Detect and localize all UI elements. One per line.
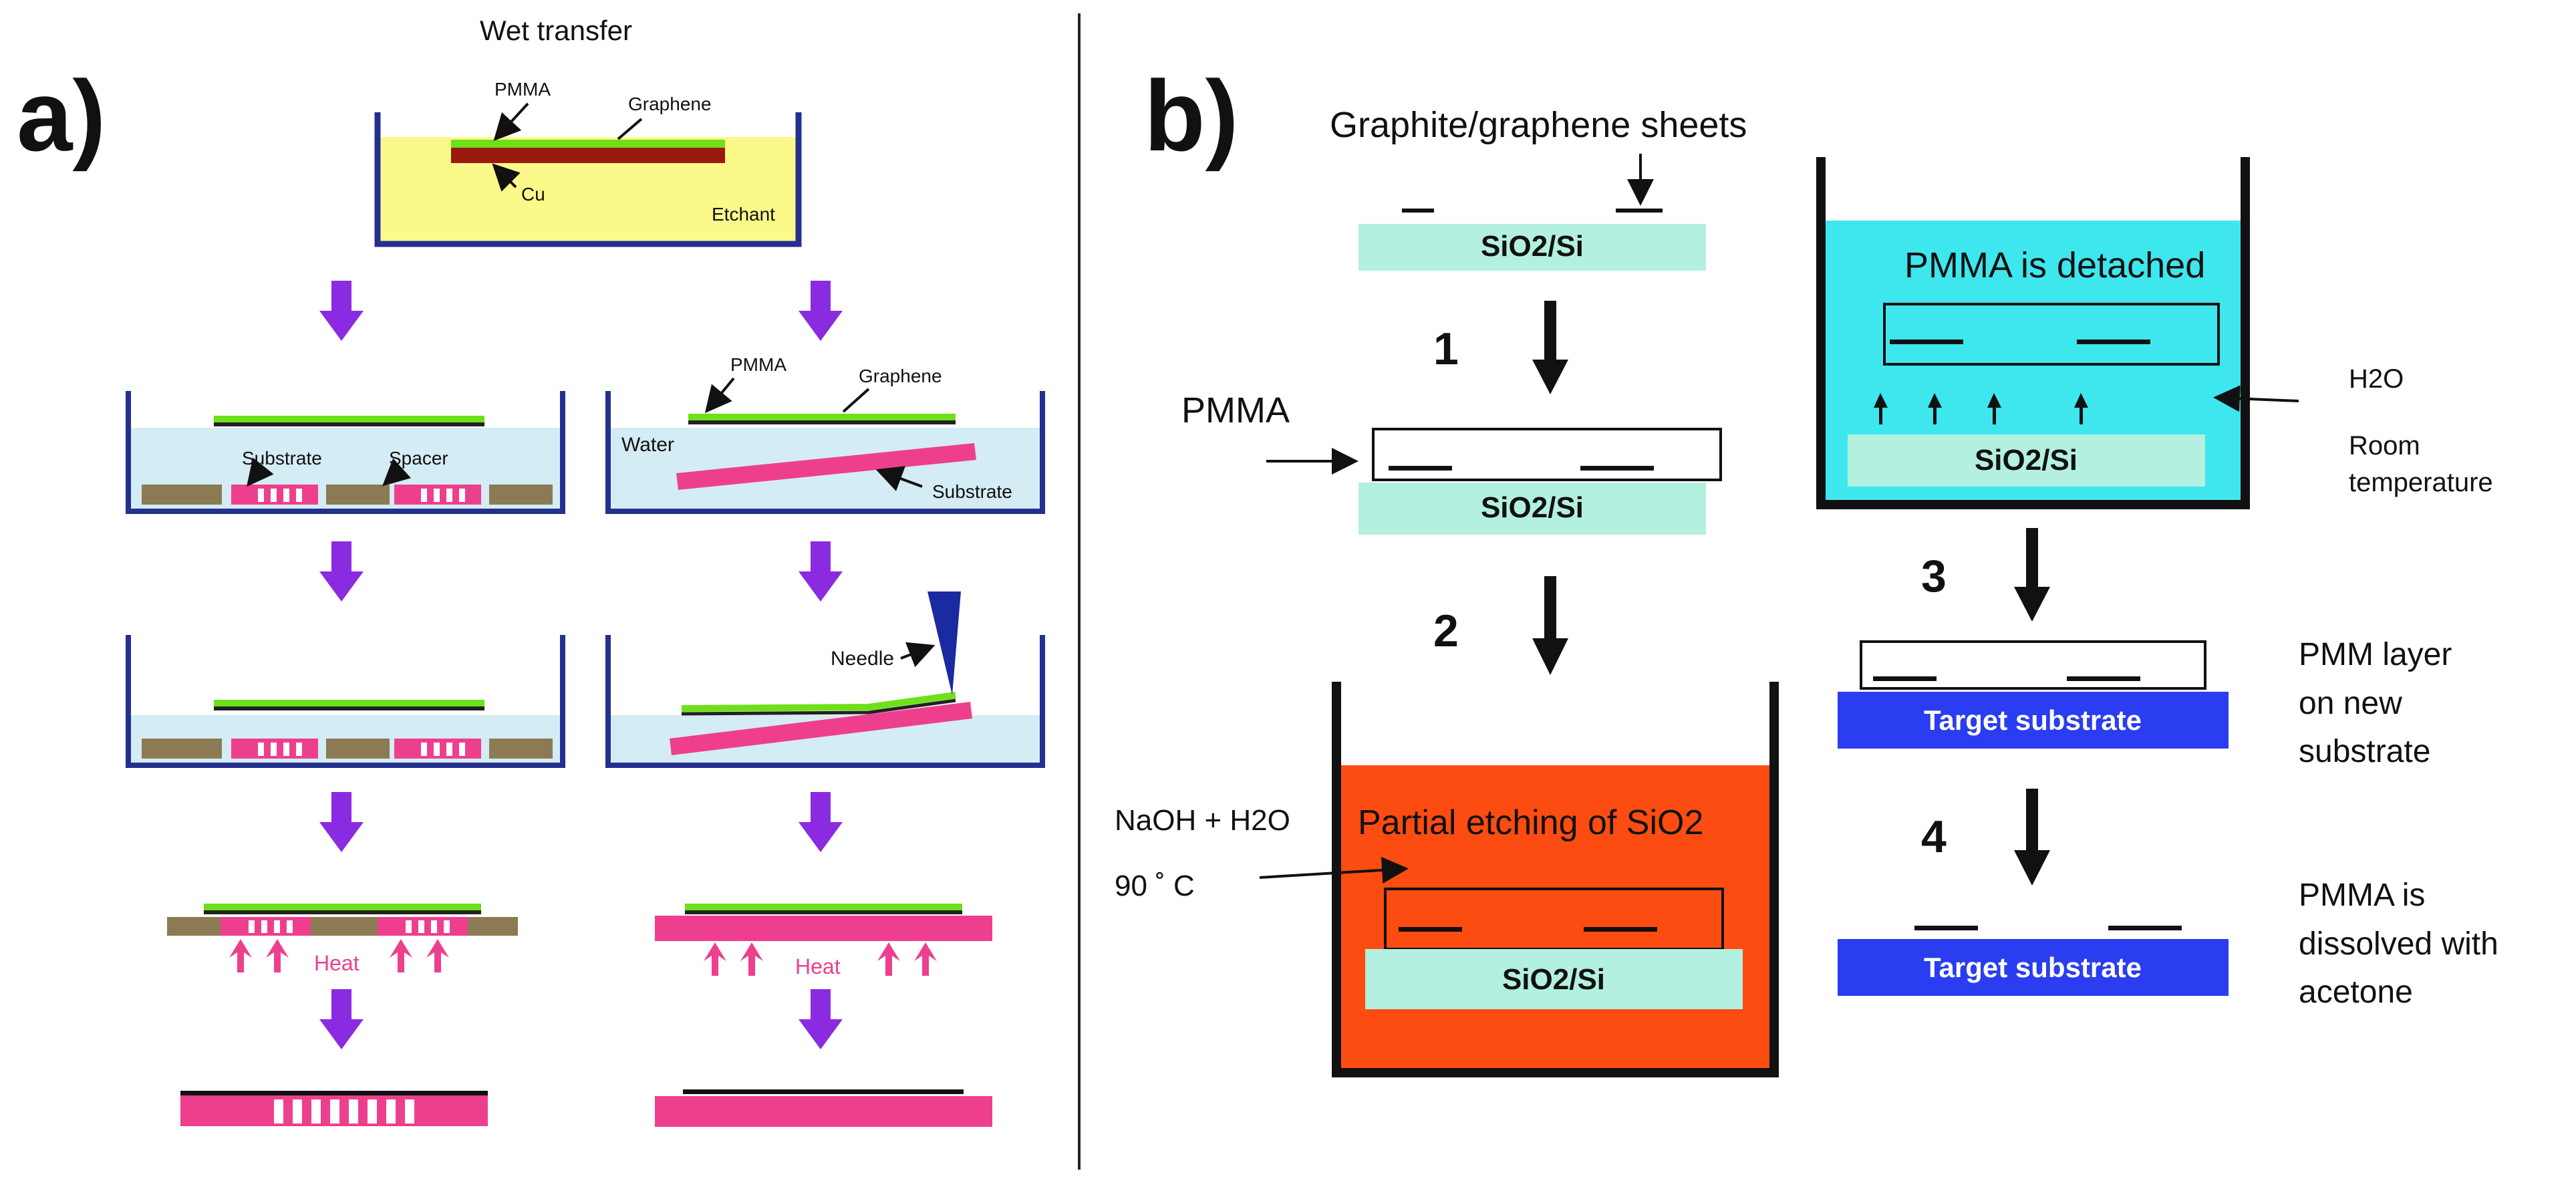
final-target: Target substrate PMMA is dissolved with … <box>1838 878 2498 1010</box>
pmm-layer-line-3: substrate <box>2299 734 2430 769</box>
right-final-substrate <box>655 1089 992 1127</box>
black-arrow <box>1532 301 1568 394</box>
tilted-substrate <box>676 443 976 490</box>
svg-text:SiO2/Si: SiO2/Si <box>1481 230 1584 263</box>
svg-text:SiO2/Si: SiO2/Si <box>1975 444 2078 477</box>
heat-left-label: Heat <box>314 951 360 975</box>
pmma-on-target: Target substrate PMM layer on new substr… <box>1838 637 2452 769</box>
svg-text:SiO2/Si: SiO2/Si <box>1502 963 1605 996</box>
svg-text:Target substrate: Target substrate <box>1924 952 2142 983</box>
pmma-label: PMMA <box>1181 390 1290 430</box>
right-pmma-label: PMMA <box>730 354 786 375</box>
needle-pointer <box>900 642 936 668</box>
substrate-pointer <box>247 457 274 487</box>
top-cu-pointer <box>492 163 521 192</box>
spacer <box>142 485 222 505</box>
naoh-label: NaOH + H2O <box>1115 804 1290 837</box>
purple-arrow <box>319 281 364 341</box>
substrate-label: Substrate <box>242 448 322 469</box>
pmma-coated-substrate: PMMA SiO2/Si <box>1181 390 1722 535</box>
temperature-label: 90 ˚ C <box>1115 870 1195 902</box>
panel-b: b) Graphite/graphene sheets SiO2/Si 1 PM… <box>1115 59 2498 1077</box>
step-4-label: 4 <box>1921 811 1947 862</box>
step-2-label: 2 <box>1433 606 1459 656</box>
left-water-tank: Substrate Spacer <box>126 391 565 514</box>
pmma-dissolved-line-1: PMMA is <box>2299 878 2425 913</box>
left-film <box>214 416 484 423</box>
etchant-label: Etchant <box>712 204 775 225</box>
spacer <box>489 485 553 505</box>
h2o-label: H2O <box>2349 364 2404 394</box>
pmm-layer-line-1: PMM layer <box>2299 637 2452 672</box>
spacer-pointer <box>382 458 412 487</box>
right-graphene-label: Graphene <box>859 366 942 386</box>
graphite-sheets-label: Graphite/graphene sheets <box>1330 105 1747 145</box>
etchant-tank-outline <box>374 112 802 247</box>
panel-a-label: a) <box>17 59 106 172</box>
purple-arrow <box>799 281 843 341</box>
water-label: Water <box>621 434 674 456</box>
right-needle-tank: Needle <box>605 591 1045 768</box>
step-3-label: 3 <box>1921 551 1947 602</box>
pmma-dissolved-line-3: acetone <box>2299 974 2413 1010</box>
room-temperature-line-2: temperature <box>2349 468 2493 497</box>
right-pmma-pointer <box>704 377 735 414</box>
purple-arrow <box>799 989 843 1049</box>
heat-arrows <box>704 942 937 976</box>
top-graphene-pointer <box>617 118 643 140</box>
right-substrate-label: Substrate <box>932 481 1012 502</box>
step-1-label: 1 <box>1433 323 1459 374</box>
etchant-tank: PMMA Graphene Cu Etchant <box>374 79 802 247</box>
right-water-tank: PMMA Graphene Water Substrate <box>605 354 1045 514</box>
room-temperature-line-1: Room <box>2349 431 2420 460</box>
pmma-detached-label: PMMA is detached <box>1904 245 2205 285</box>
left-final-substrate <box>180 1091 488 1126</box>
svg-text:Target substrate: Target substrate <box>1924 704 2142 736</box>
pmm-layer-line-2: on new <box>2299 686 2402 721</box>
right-film <box>688 414 956 421</box>
panel-a-title: Wet transfer <box>480 15 632 46</box>
black-arrow <box>2014 789 2050 886</box>
spacer-label: Spacer <box>389 448 448 469</box>
black-arrow <box>1532 576 1568 675</box>
purple-arrow <box>319 792 364 852</box>
pmma-dissolved-line-2: dissolved with <box>2299 926 2498 962</box>
right-tank-outline <box>605 391 1045 514</box>
heat-right-label: Heat <box>795 954 841 978</box>
right-film-base <box>688 420 956 424</box>
water-arrows <box>1874 393 2088 424</box>
left-tank-outline <box>126 391 565 514</box>
top-pmma-label: PMMA <box>494 79 551 100</box>
panel-b-label: b) <box>1144 59 1239 172</box>
svg-text:SiO2/Si: SiO2/Si <box>1481 491 1584 524</box>
etching-tank: Partial etching of SiO2 SiO2/Si NaOH + H… <box>1115 682 1779 1077</box>
purple-arrow <box>799 792 843 852</box>
top-cu-label: Cu <box>521 184 545 205</box>
black-arrow <box>2014 528 2050 622</box>
left-drained-tank <box>126 635 565 768</box>
partial-etching-label: Partial etching of SiO2 <box>1358 803 1703 842</box>
initial-substrate: SiO2/Si <box>1358 209 1706 271</box>
purple-arrow <box>799 541 843 602</box>
cu-foil <box>451 147 725 163</box>
spacer <box>326 485 390 505</box>
right-heat-step: Heat <box>655 904 992 978</box>
needle-icon <box>927 591 961 695</box>
needle-label: Needle <box>831 648 894 670</box>
pmma-graphene-layer <box>451 140 725 148</box>
purple-arrow <box>319 989 364 1049</box>
top-graphene-label: Graphene <box>628 94 712 114</box>
right-graphene-pointer <box>842 388 870 413</box>
heat-arrows <box>229 939 449 972</box>
left-film-base <box>214 422 484 426</box>
purple-arrow <box>319 541 364 602</box>
panel-a: a) Wet transfer PMMA Graphene Cu Etchant <box>17 15 1045 1127</box>
right-substrate-pointer <box>875 466 923 491</box>
top-pmma-pointer <box>493 102 529 141</box>
left-heat-step: Heat <box>167 904 518 975</box>
detach-tank: PMMA is detached SiO2/Si H2O Room temper… <box>1816 157 2493 509</box>
